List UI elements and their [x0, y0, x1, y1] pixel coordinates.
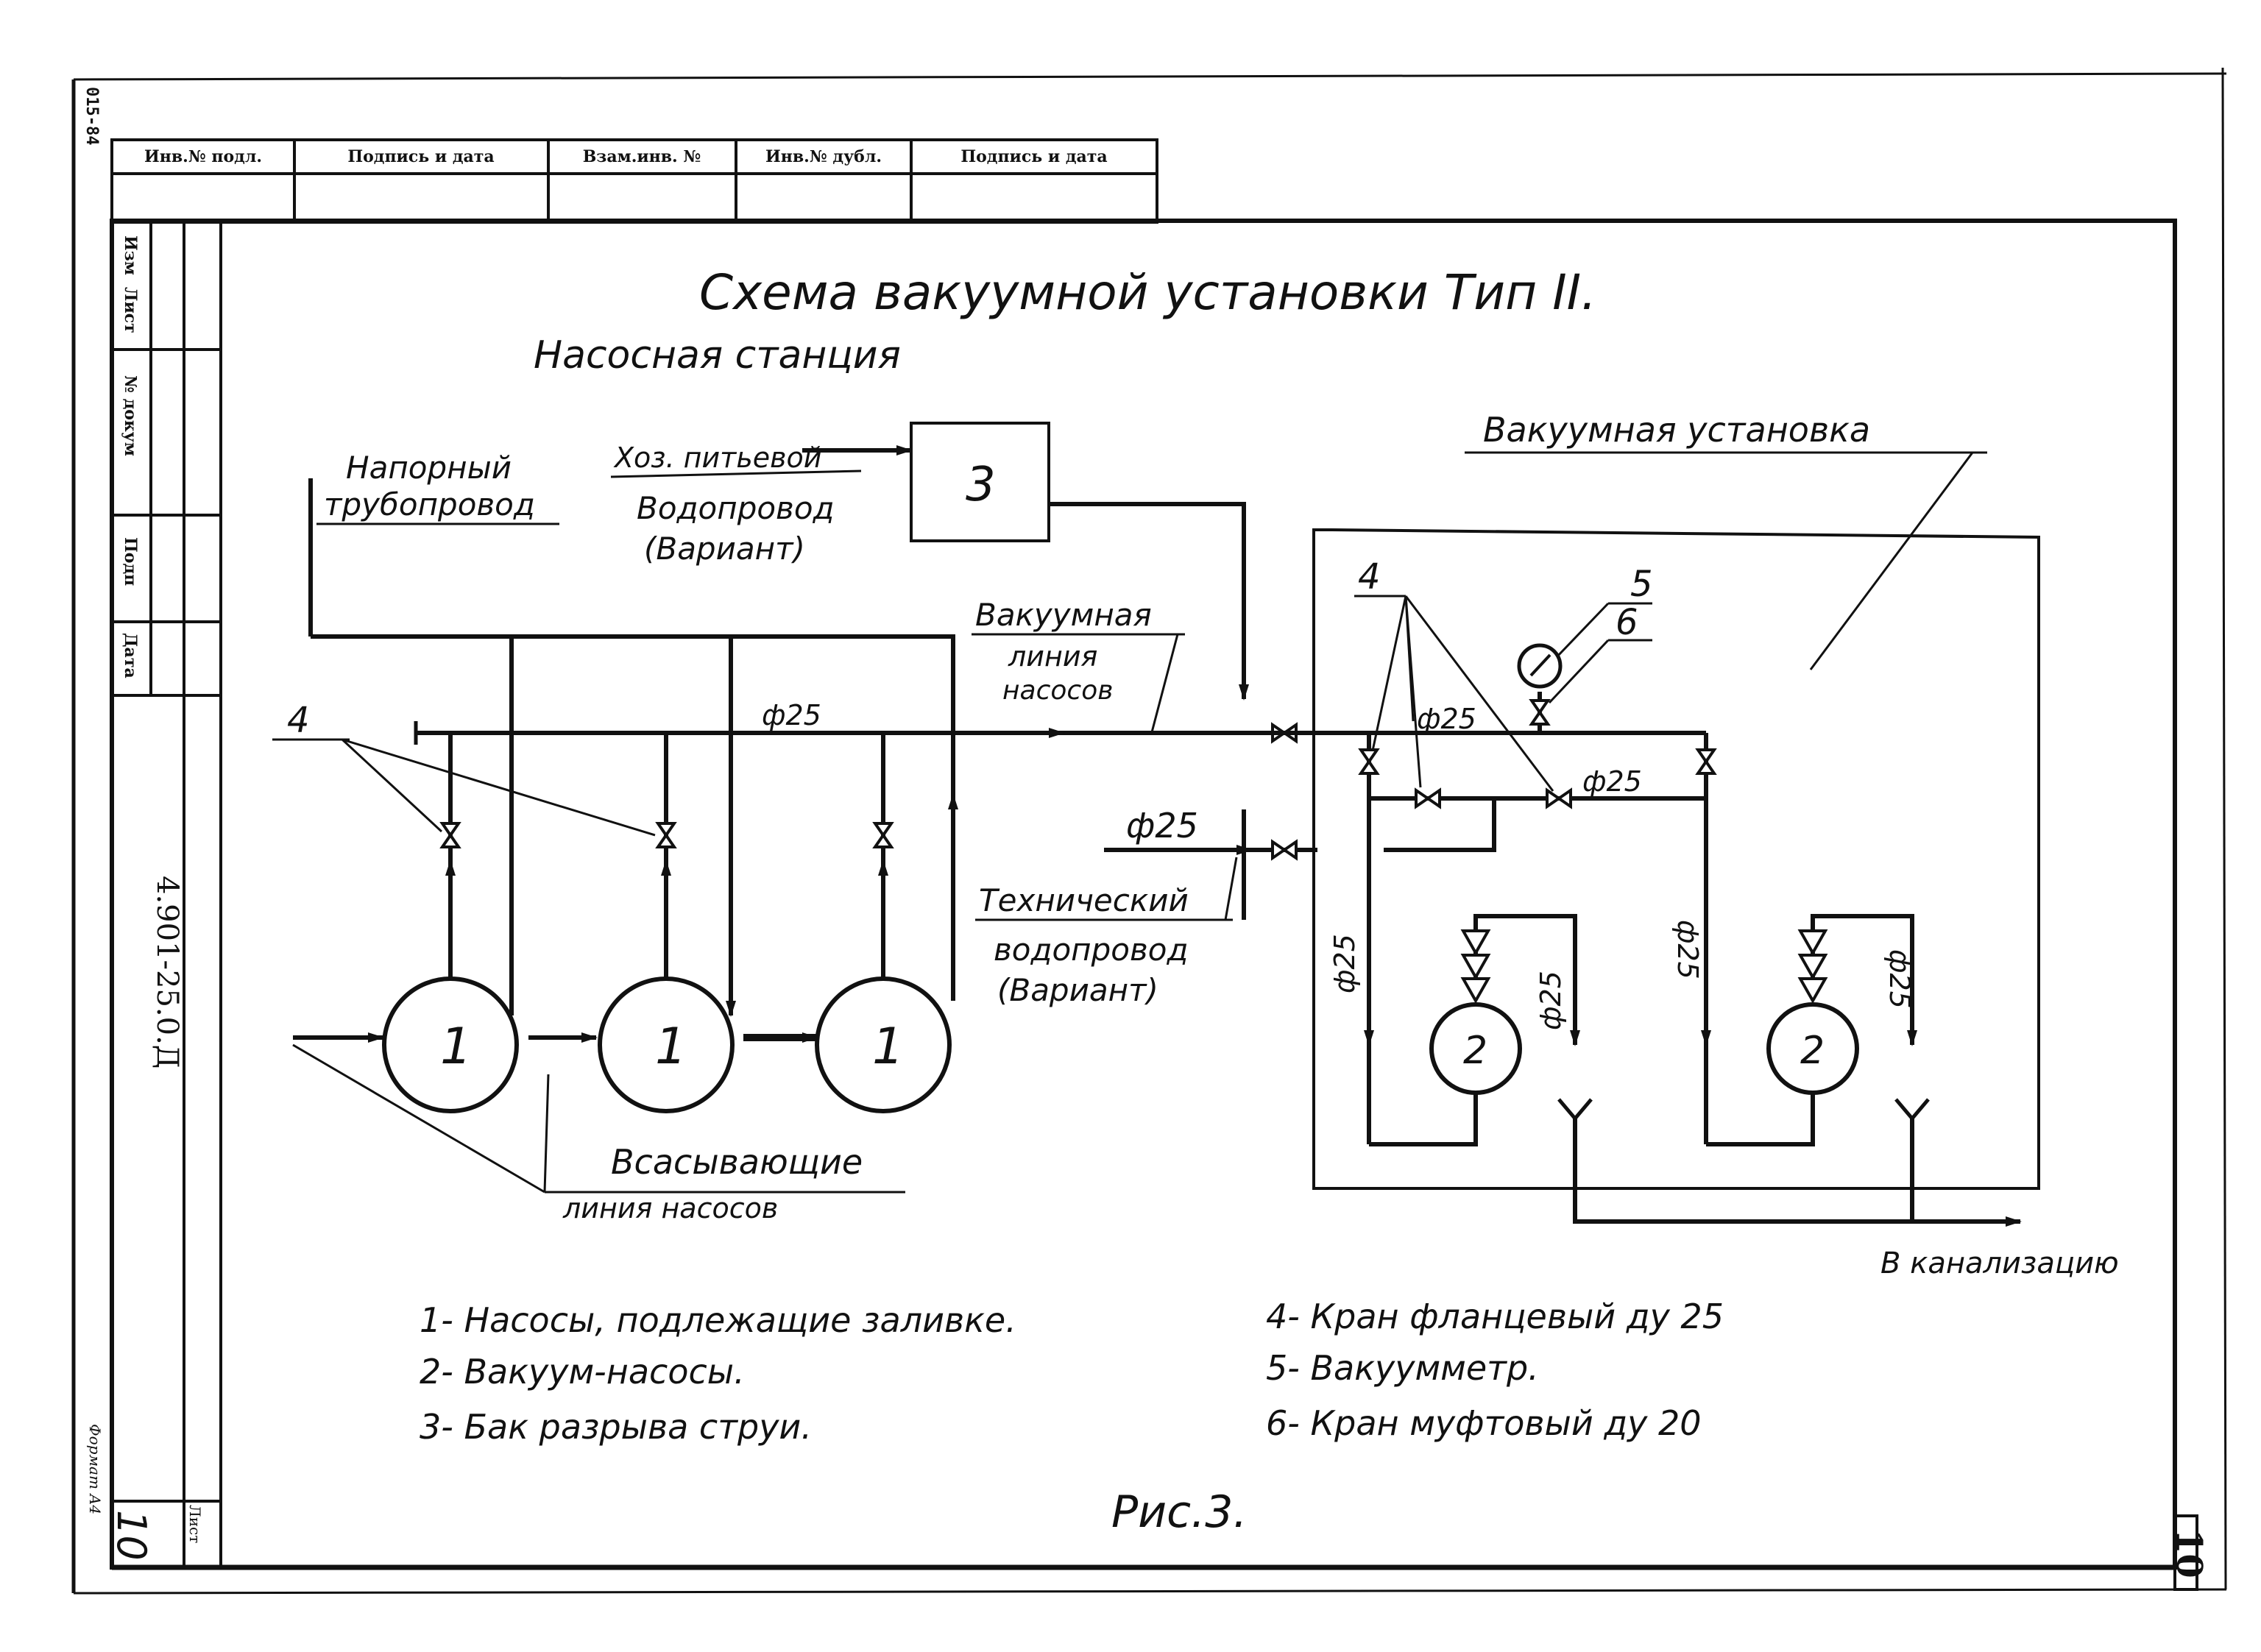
- legend-item-1: 1- Насосы, подлежащие заливке.: [420, 1300, 1016, 1340]
- vacuum-pump-2b: 2: [1766, 1002, 1859, 1095]
- legend-item-4: 4- Кран фланцевый ду 25: [1266, 1297, 1724, 1336]
- diagram-title: Схема вакуумной установки Тип II.: [699, 264, 1596, 321]
- callout-4-left: 4: [287, 700, 310, 741]
- strip-label-sheet: Лист: [121, 287, 140, 333]
- legend: 1- Насосы, подлежащие заливке. 2- Вакуум…: [420, 1297, 1724, 1447]
- check-valves: [1460, 929, 1828, 1004]
- valve-pump-1c: [874, 822, 893, 848]
- drain-funnel-b: [1896, 1099, 1928, 1119]
- top-stamp-table: [110, 138, 1158, 224]
- pipe-d25-drain-a: ф25: [1535, 971, 1567, 1030]
- valve-pump-1a: [441, 822, 460, 848]
- sheet-number: 10: [108, 1510, 155, 1561]
- pump-1c: 1: [815, 976, 952, 1113]
- vacuum-line-label-3: насосов: [1002, 676, 1113, 706]
- vacuum-gauge: [1517, 643, 1563, 689]
- legend-item-6: 6- Кран муфтовый ду 20: [1266, 1403, 1702, 1443]
- strip-label-change: Изм: [121, 235, 140, 275]
- legend-item-5: 5- Вакуумметр.: [1266, 1348, 1539, 1388]
- suction-line-label-1: Всасывающие: [611, 1142, 863, 1182]
- side-code: 015-84: [82, 87, 101, 145]
- callout-leaders: [272, 595, 1652, 1194]
- vacuum-line-label-2: линия: [1008, 640, 1097, 673]
- figure-caption: Рис.3.: [1111, 1486, 1247, 1538]
- suction-line-label-2: линия насосов: [562, 1192, 778, 1224]
- pump-station-label: Насосная станция: [534, 333, 901, 377]
- pipe-d25-right-riser: ф25: [1671, 920, 1704, 979]
- break-tank-number: 3: [966, 458, 996, 512]
- callout-6: 6: [1616, 602, 1638, 643]
- vacuum-pump-2a: 2: [1429, 1002, 1522, 1095]
- vacuum-pump-2b-number: 2: [1800, 1029, 1825, 1073]
- valve-unit-right: [1696, 748, 1716, 775]
- pipe-d25-drain-b: ф25: [1883, 949, 1916, 1009]
- callout-5: 5: [1630, 564, 1653, 605]
- pump-1b: 1: [598, 976, 735, 1113]
- pump-1c-number: 1: [872, 1018, 904, 1076]
- vacuum-unit-label: Вакуумная установка: [1483, 410, 1870, 450]
- pump-1b-number: 1: [655, 1018, 687, 1076]
- pump-1a: 1: [382, 976, 519, 1113]
- valve-unit-bypass-a: [1415, 789, 1441, 808]
- technical-water-label-3: (Вариант): [997, 972, 1158, 1008]
- stamp-col-replacement-inv: Взам.инв. №: [583, 147, 701, 166]
- break-tank: 3: [910, 422, 1050, 542]
- pipe-d25-vacuum-line: ф25: [762, 699, 821, 731]
- valve-unit-bypass-b: [1546, 789, 1572, 808]
- pump-1a-number: 1: [440, 1018, 472, 1076]
- left-title-strip: [110, 221, 222, 1567]
- stamp-col-signature-date: Подпись и дата: [347, 147, 494, 166]
- technical-water-label-2: водопровод: [994, 932, 1189, 968]
- legend-item-3: 3- Бак разрыва струи.: [420, 1407, 812, 1447]
- drain-funnel-a: [1559, 1099, 1591, 1119]
- drinking-water-label-3: (Вариант): [644, 531, 805, 567]
- sheet-label: Лист: [186, 1505, 204, 1543]
- stamp-col-inv-original: Инв.№ подл.: [144, 147, 262, 166]
- pipe-d25-unit-top: ф25: [1417, 703, 1476, 735]
- pipework-pump-station: [293, 445, 1317, 1043]
- stamp-col-inv-duplicate: Инв.№ дубл.: [765, 147, 882, 166]
- pipe-d25-left-riser: ф25: [1328, 934, 1361, 993]
- document-number: 4.901-25.0.Д: [150, 876, 184, 1068]
- vacuum-unit-enclosure: [1312, 528, 2040, 1190]
- vacuum-line-label-1: Вакуумная: [975, 597, 1152, 633]
- callout-4-right: 4: [1358, 556, 1381, 598]
- legend-item-2: 2- Вакуум-насосы.: [420, 1352, 745, 1392]
- strip-label-doc: № докум: [121, 375, 140, 456]
- stamp-col-signature-date-2: Подпись и дата: [960, 147, 1107, 166]
- pipe-d25-technical: ф25: [1126, 806, 1198, 846]
- valve-unit-left: [1359, 748, 1379, 775]
- strip-label-date: Дата: [121, 633, 140, 678]
- sewer-label: В канализацию: [1880, 1247, 2119, 1280]
- pressure-line-label-2: трубопровод: [324, 486, 535, 522]
- drinking-water-label-2: Водопровод: [637, 490, 835, 526]
- pressure-line-label-1: Напорный: [346, 450, 512, 486]
- right-sheet-number: 10: [2168, 1529, 2209, 1578]
- cock-gauge: [1530, 699, 1549, 726]
- technical-water-label-1: Технический: [979, 882, 1189, 918]
- valve-pump-1b: [657, 822, 676, 848]
- strip-label-signature: Подп: [121, 537, 140, 586]
- vacuum-pump-2a-number: 2: [1463, 1029, 1487, 1073]
- drinking-water-label-1: Хоз. питьевой: [613, 442, 821, 474]
- format-label: Формат А4: [86, 1424, 104, 1514]
- valve-technical-water: [1271, 840, 1298, 859]
- pipe-d25-bypass: ф25: [1582, 765, 1642, 798]
